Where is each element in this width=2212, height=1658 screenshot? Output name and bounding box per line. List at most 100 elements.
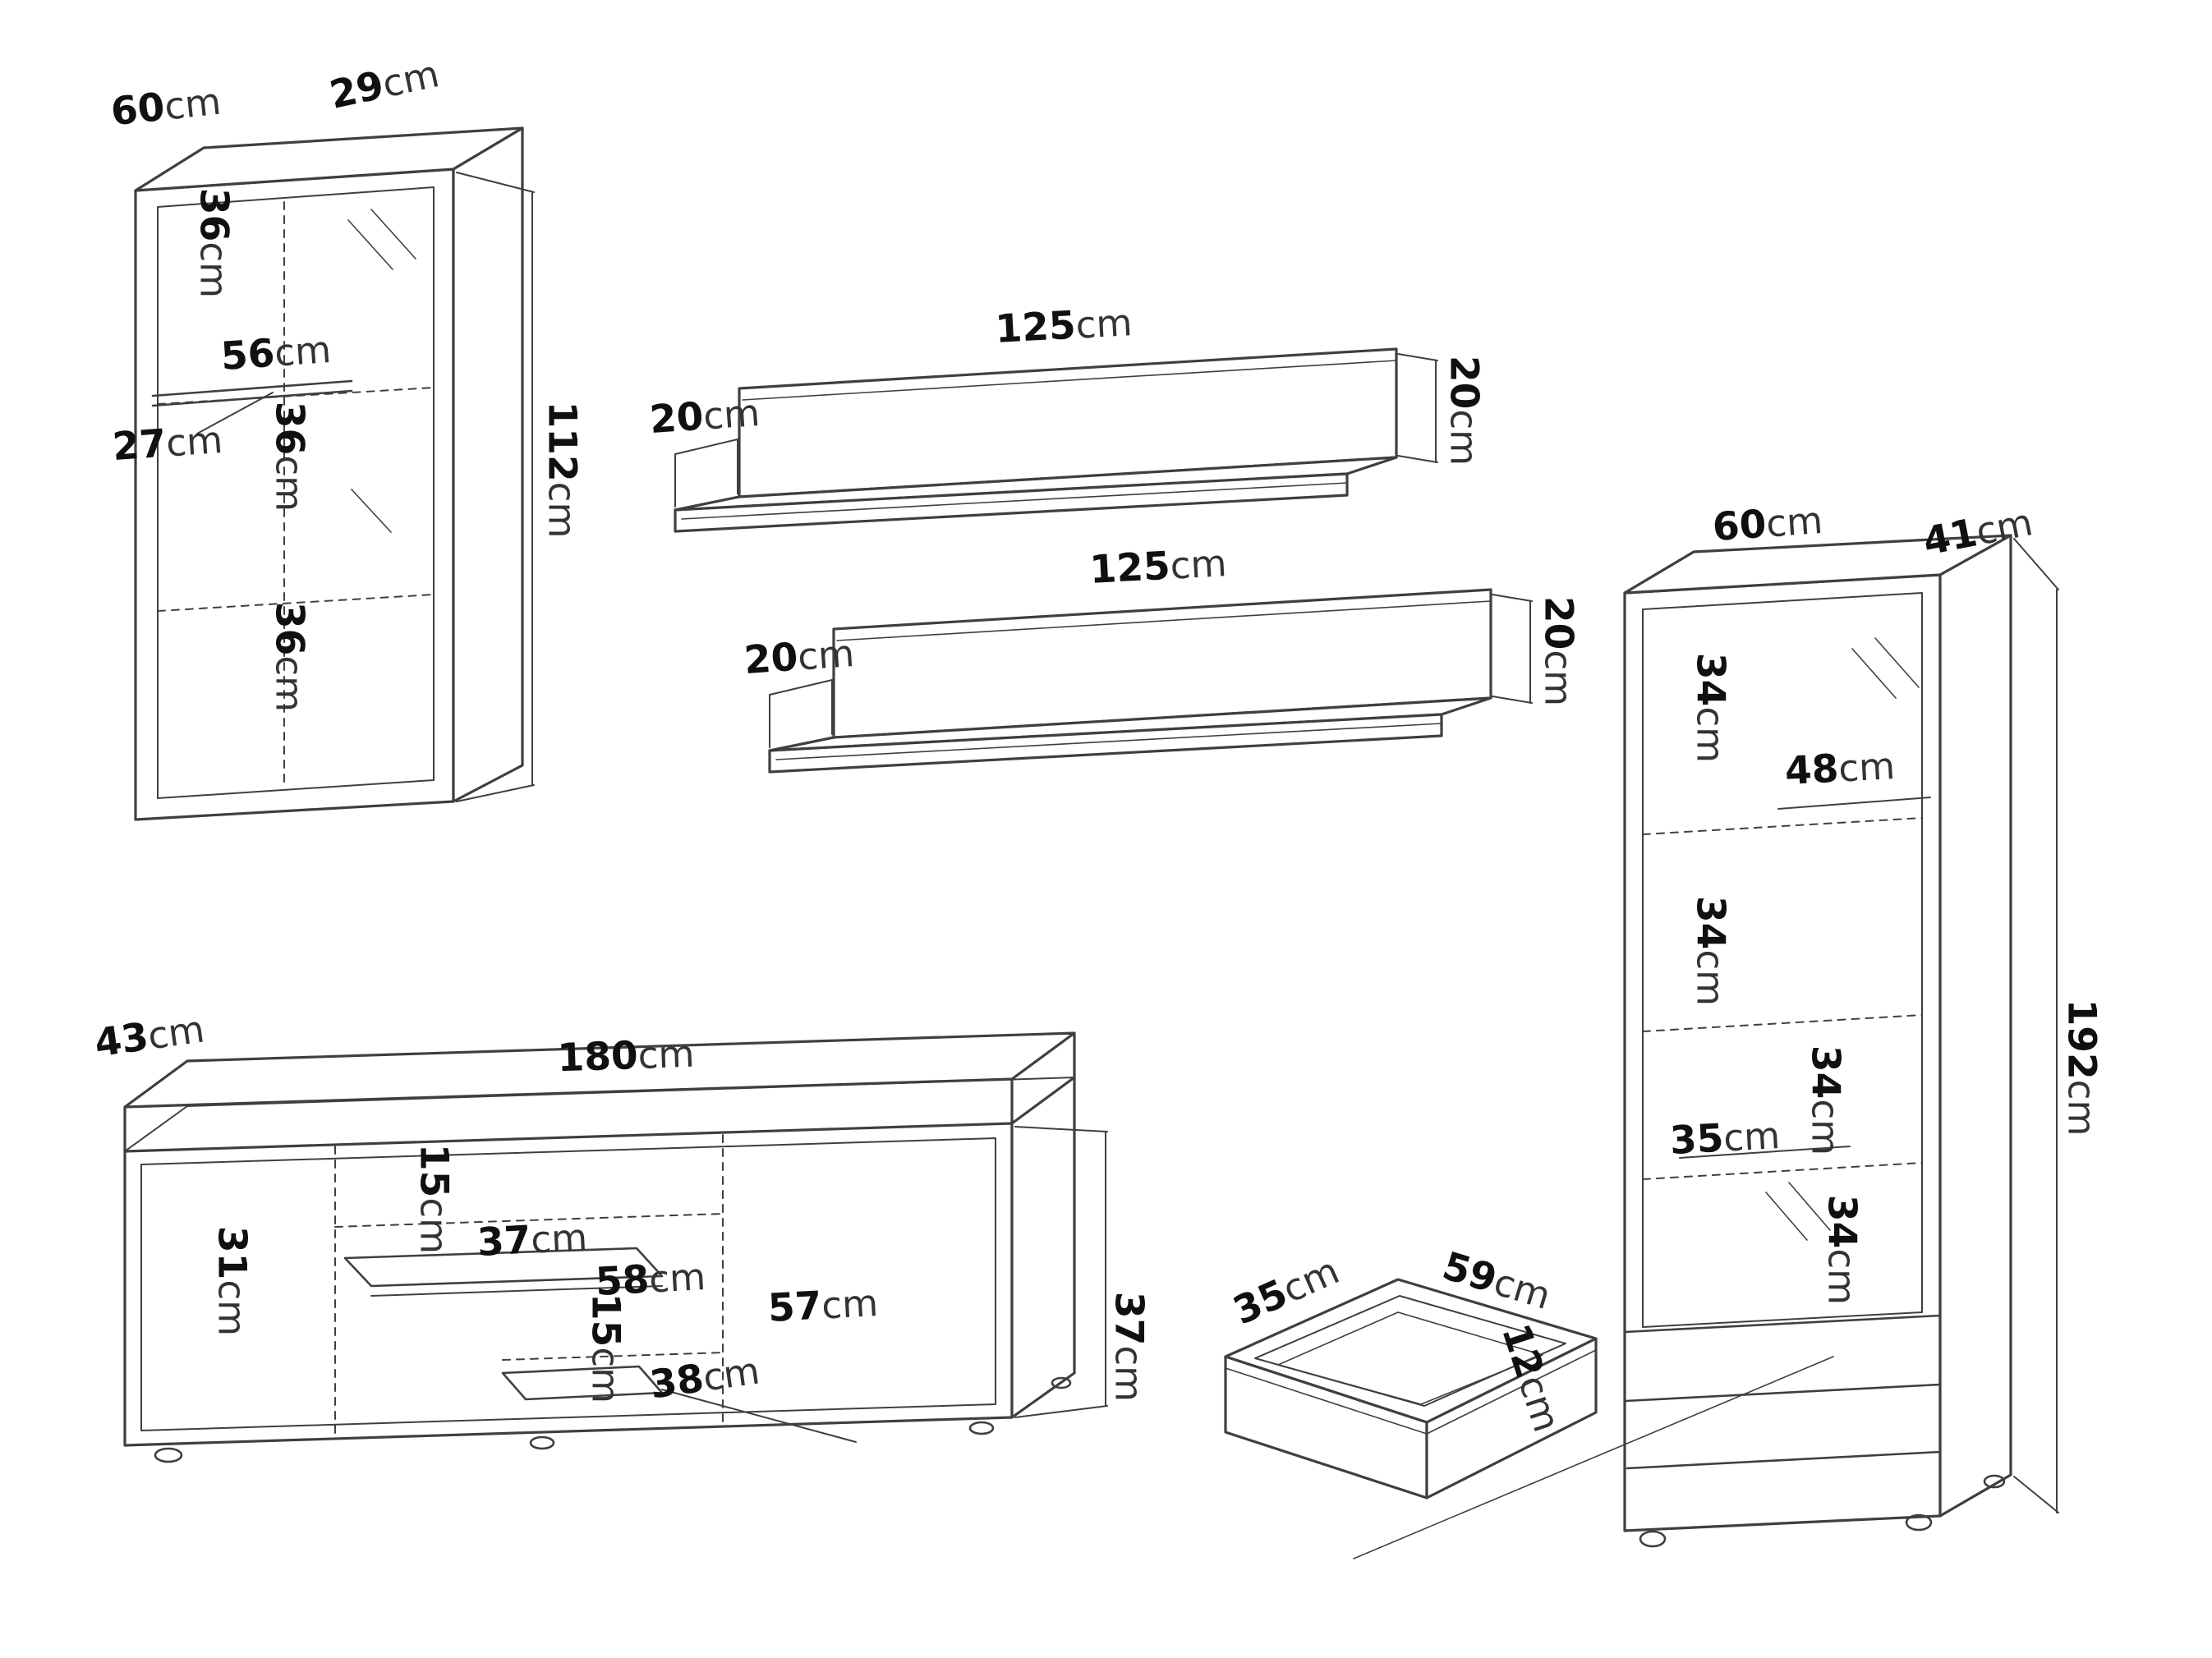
dim-unit: cm — [209, 1279, 254, 1337]
tv-stand-hidden-lines — [334, 1134, 724, 1436]
dim-unit: cm — [540, 481, 584, 539]
dim-number: 20 — [648, 393, 706, 443]
tv-stand-shelf-board-1-edge — [370, 1285, 663, 1297]
drawer-drawing — [1224, 1278, 1598, 1500]
dim-unit: cm — [700, 1348, 763, 1400]
dim-unit: cm — [820, 1281, 880, 1328]
dim-number: 48 — [1783, 746, 1840, 794]
dim-unit: cm — [191, 241, 236, 299]
dim-unit: cm — [1837, 744, 1897, 791]
dim-shelf-b-length: 125cm — [1088, 541, 1228, 593]
dim-unit: cm — [162, 79, 223, 129]
wall-shelf-a-drawing — [674, 347, 1438, 533]
dim-unit: cm — [267, 455, 311, 512]
dim-shelf-b-height: 20cm — [1535, 595, 1581, 707]
dim-unit: cm — [273, 327, 333, 375]
dim-number: 20 — [743, 634, 800, 684]
dim-shelf-b-depth: 20cm — [743, 631, 856, 684]
shelf-back-panel-edge — [836, 600, 1492, 641]
tv-stand-shelf-pointer — [661, 1389, 857, 1443]
dim-number: 125 — [1088, 543, 1172, 593]
dim-unit: cm — [412, 1197, 456, 1255]
dim-wall-cabinet-shelf-width: 56cm — [219, 327, 333, 379]
tv-stand-foot — [154, 1447, 183, 1463]
dim-unit: cm — [796, 631, 856, 679]
shelf-height-dim-line — [1397, 353, 1438, 463]
dim-unit: cm — [267, 655, 311, 713]
wall-cabinet-height-dim-line — [456, 172, 535, 802]
shelf-depth-dim-line — [674, 439, 738, 508]
tv-stand-side-face — [1010, 1076, 1076, 1419]
dim-unit: cm — [1169, 541, 1228, 588]
tall-cabinet-drawing — [1353, 534, 2059, 1559]
dim-tv-stand-door-width: 31cm — [209, 1226, 255, 1337]
dim-unit: cm — [1819, 1248, 1864, 1306]
dim-number: 31 — [209, 1225, 255, 1280]
dim-number: 112 — [539, 401, 585, 482]
tv-stand-shelf-board-1 — [343, 1247, 664, 1288]
dim-unit: cm — [1536, 650, 1580, 707]
tall-cabinet-glass-hatch — [1765, 637, 1920, 1241]
dim-number: 34 — [1687, 652, 1733, 707]
dim-tall-cabinet-width: 60cm — [1711, 498, 1824, 551]
wall-shelf-b-drawing — [768, 588, 1533, 774]
drawer-front-lip — [1225, 1349, 1597, 1435]
wall-cabinet-side-face — [452, 126, 524, 803]
dim-tall-cabinet-section1-height: 34cm — [1687, 652, 1733, 764]
dim-tall-cabinet-section3-height: 34cm — [1802, 1045, 1848, 1156]
shelf-depth-dim-line — [769, 679, 833, 748]
dim-number: 192 — [2058, 999, 2104, 1080]
dim-number: 15 — [582, 1293, 628, 1348]
dim-wall-cabinet-section3-height: 36cm — [266, 601, 312, 713]
dim-tv-stand-width: 180cm — [556, 1032, 696, 1082]
dim-tall-cabinet-height: 192cm — [2059, 999, 2104, 1137]
dim-unit: cm — [583, 1347, 628, 1404]
dim-number: 57 — [766, 1283, 823, 1331]
shelf-board-front — [768, 713, 1443, 774]
dim-number: 180 — [556, 1033, 639, 1082]
tv-stand-top-face-edges — [124, 1077, 1075, 1152]
tv-stand-drawing — [123, 1031, 1108, 1463]
tall-cabinet-foot — [1983, 1474, 2006, 1489]
dim-number: 36 — [266, 401, 312, 456]
dim-unit: cm — [1722, 1114, 1782, 1160]
dim-wall-cabinet-width: 60cm — [108, 79, 223, 135]
dim-number: 34 — [1819, 1194, 1865, 1249]
dim-number: 20 — [1441, 355, 1487, 410]
tall-cabinet-hidden-lines — [1642, 817, 1923, 1180]
tv-stand-back-rail — [123, 1031, 1076, 1153]
tv-stand-height-dim-line — [1014, 1126, 1108, 1418]
dim-number: 37 — [476, 1217, 532, 1265]
dim-unit: cm — [1803, 1099, 1847, 1156]
dim-unit: cm — [1442, 409, 1486, 466]
dim-unit: cm — [1688, 706, 1732, 764]
dim-number: 20 — [1535, 595, 1581, 650]
dim-unit: cm — [701, 390, 761, 439]
dim-tv-stand-gap1-height: 15cm — [412, 1144, 457, 1255]
dim-number: 36 — [191, 187, 237, 242]
dim-number: 60 — [108, 84, 168, 135]
tall-cabinet-foot — [1639, 1530, 1667, 1548]
dim-tv-stand-right-width: 57cm — [766, 1281, 880, 1331]
dim-unit: cm — [1074, 301, 1134, 347]
tall-cabinet-drawer-lines — [1623, 1314, 1942, 1470]
dim-tall-cabinet-shelf-width: 48cm — [1783, 744, 1897, 794]
dim-number: 38 — [646, 1356, 707, 1408]
dim-number: 36 — [266, 601, 312, 656]
tv-stand-foot — [529, 1435, 555, 1450]
shelf-board-front — [674, 472, 1349, 533]
dim-number: 34 — [1802, 1045, 1848, 1100]
dim-number: 35 — [1668, 1115, 1725, 1164]
dim-number: 125 — [994, 302, 1078, 352]
dim-unit: cm — [1688, 949, 1732, 1007]
dim-wall-cabinet-section2-height: 36cm — [266, 401, 312, 512]
tall-cabinet-foot — [1905, 1513, 1933, 1532]
dim-unit: cm — [647, 1255, 707, 1302]
dim-number: 60 — [1711, 501, 1768, 551]
drawer-bottom-inner — [1277, 1311, 1543, 1405]
dim-number: 37 — [1106, 1291, 1152, 1346]
dim-unit: cm — [1106, 1345, 1151, 1403]
dim-number: 43 — [91, 1014, 152, 1067]
